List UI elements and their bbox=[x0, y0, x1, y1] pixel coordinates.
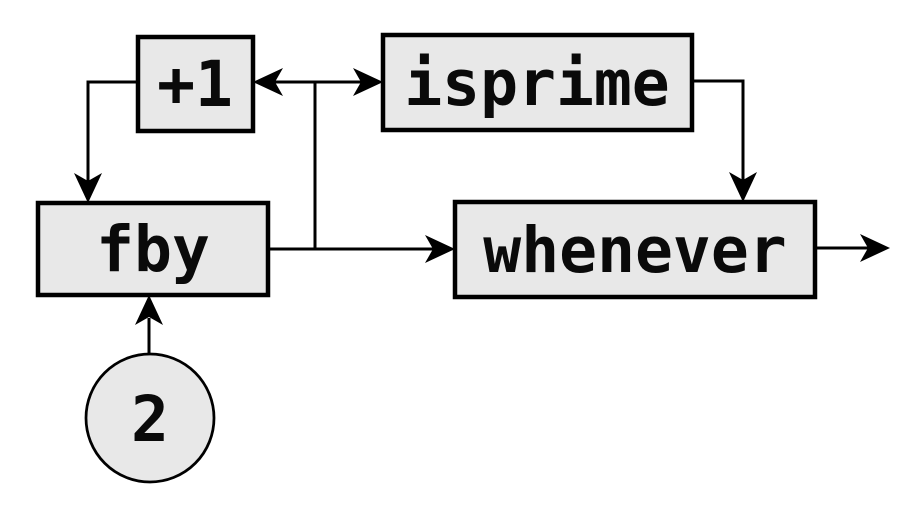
isprime-label: isprime bbox=[404, 47, 670, 120]
node-two: 2 bbox=[84, 352, 216, 484]
node-plus-one: +1 bbox=[135, 34, 256, 134]
edge-plus-one-to-fby bbox=[86, 80, 138, 181]
arrowhead-output bbox=[860, 234, 890, 262]
fby-label: fby bbox=[96, 213, 210, 286]
whenever-label: whenever bbox=[483, 214, 786, 287]
arrowhead-into-fby-top bbox=[74, 173, 102, 203]
plus-one-label: +1 bbox=[157, 48, 233, 121]
edge-lines bbox=[86, 79, 869, 354]
arrowhead-into-isprime-left bbox=[353, 68, 383, 96]
two-circle bbox=[84, 352, 216, 484]
two-label: 2 bbox=[131, 383, 169, 456]
node-whenever: whenever bbox=[452, 199, 818, 300]
plus-one-box bbox=[135, 34, 256, 134]
fby-box bbox=[35, 200, 271, 298]
arrowhead-into-plus-one-right bbox=[253, 68, 283, 96]
node-fby: fby bbox=[35, 200, 271, 298]
edge-isprime-to-whenever bbox=[692, 79, 745, 181]
arrowhead-into-whenever-left bbox=[425, 235, 455, 263]
arrowheads bbox=[74, 68, 890, 325]
isprime-box bbox=[380, 32, 695, 133]
arrowhead-into-whenever-top bbox=[729, 172, 757, 202]
whenever-box bbox=[452, 199, 818, 300]
node-isprime: isprime bbox=[380, 32, 695, 133]
arrowhead-into-fby-bottom bbox=[135, 295, 163, 325]
